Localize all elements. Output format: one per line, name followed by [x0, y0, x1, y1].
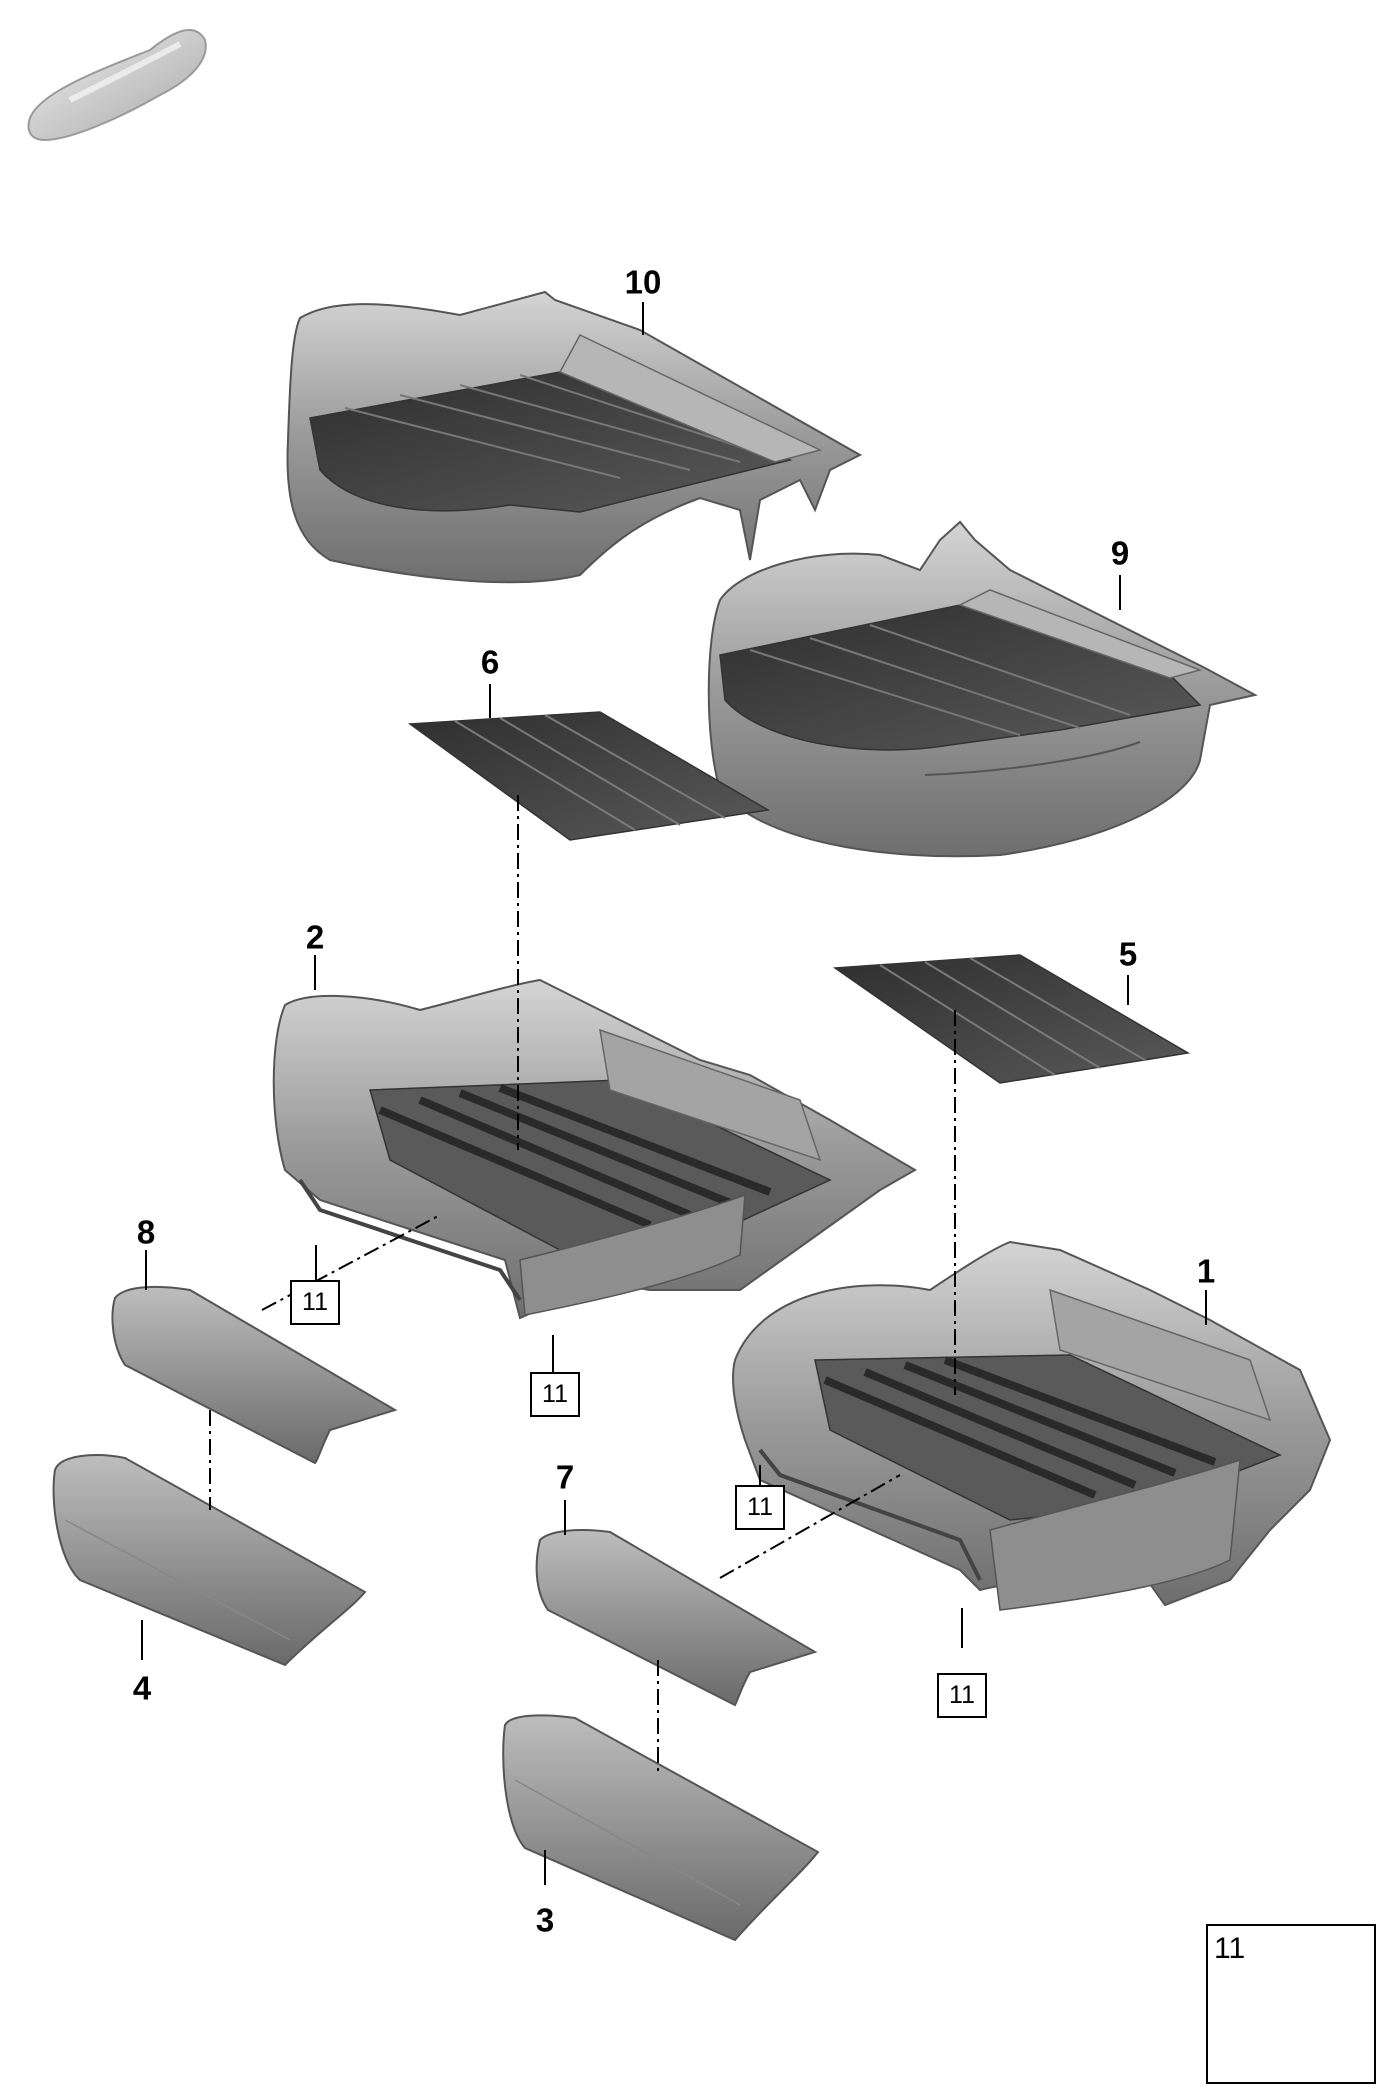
leader-lines: [141, 302, 1207, 1885]
part-5-heating-mat[interactable]: [832, 954, 1191, 1084]
part-1-seat-frame[interactable]: [732, 1240, 1332, 1611]
callout-part-6[interactable]: 6: [480, 643, 500, 681]
callout-part-1[interactable]: 1: [1196, 1252, 1216, 1290]
callout-part-7[interactable]: 7: [555, 1458, 575, 1496]
part-10-seat-cover[interactable]: [286, 290, 863, 584]
part-4-bolster[interactable]: [52, 1454, 367, 1667]
ref-part-11-box[interactable]: 11: [290, 1280, 340, 1325]
ref-part-11-box[interactable]: 11: [937, 1673, 987, 1718]
callout-part-10[interactable]: 10: [624, 263, 662, 301]
part-7-bolster-trim[interactable]: [535, 1529, 818, 1707]
callout-part-3[interactable]: 3: [535, 1901, 555, 1939]
callout-part-2[interactable]: 2: [305, 918, 325, 956]
legend-number: 11: [1214, 1932, 1246, 1965]
part-9-seat-cover[interactable]: [707, 520, 1258, 858]
part-3-bolster[interactable]: [502, 1714, 820, 1942]
callout-part-4[interactable]: 4: [132, 1669, 152, 1707]
ref-part-11-box[interactable]: 11: [735, 1485, 785, 1530]
callout-part-9[interactable]: 9: [1110, 534, 1130, 572]
ref-part-11-box[interactable]: 11: [530, 1372, 580, 1417]
callout-part-8[interactable]: 8: [136, 1213, 156, 1251]
legend-part-11[interactable]: 11: [1206, 1924, 1376, 2084]
callout-part-5[interactable]: 5: [1118, 935, 1138, 973]
car-thumbnail-icon: [27, 29, 207, 142]
part-8-bolster-trim[interactable]: [111, 1285, 398, 1465]
part-6-heating-mat[interactable]: [407, 711, 771, 841]
part-2-seat-frame[interactable]: [272, 978, 917, 1320]
